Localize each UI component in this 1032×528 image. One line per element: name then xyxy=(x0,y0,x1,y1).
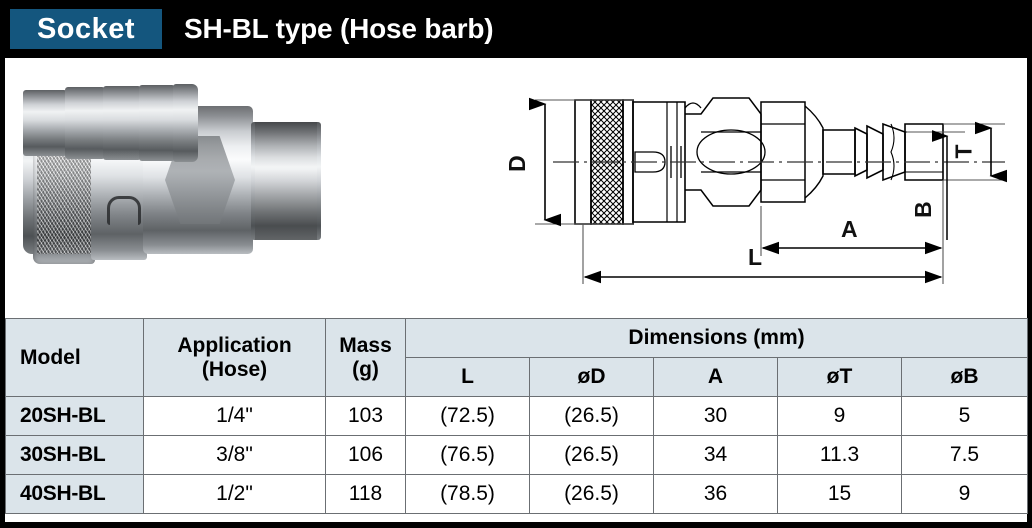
column-header-dim-t: øT xyxy=(777,357,902,397)
cell-mass: 106 xyxy=(325,435,406,475)
cell-dim-b: 7.5 xyxy=(900,435,1029,475)
cell-model: 30SH-BL xyxy=(5,435,144,475)
cell-dim-t: 11.3 xyxy=(777,435,902,475)
column-header-dim-a: A xyxy=(653,357,778,397)
badge-label: Socket xyxy=(36,12,136,45)
specification-table-wrapper: Model Application (Hose) Mass (g) Dimens… xyxy=(5,318,1029,514)
page-header: Socket SH-BL type (Hose barb) xyxy=(0,0,1032,58)
technical-drawing: D L A T B xyxy=(503,72,1025,312)
illustration-band: D L A T B xyxy=(5,58,1027,316)
photo-knurled-sleeve xyxy=(33,94,95,264)
page-title: SH-BL type (Hose barb) xyxy=(184,13,494,44)
cell-dim-b: 9 xyxy=(900,474,1029,514)
photo-hex-nut xyxy=(251,122,321,240)
column-header-dim-d: øD xyxy=(529,357,654,397)
cell-application: 1/2" xyxy=(143,474,326,514)
application-line-1: Application xyxy=(177,333,292,357)
column-header-mass: Mass (g) xyxy=(325,318,406,397)
cell-dim-b: 5 xyxy=(900,396,1029,436)
cell-dim-l: (72.5) xyxy=(405,396,530,436)
cell-application: 3/8" xyxy=(143,435,326,475)
table-header-row-2: L øD A øT øB xyxy=(6,357,1029,397)
cell-dim-l: (76.5) xyxy=(405,435,530,475)
mass-line-1: Mass xyxy=(339,333,392,357)
table-header-row-1: Model Application (Hose) Mass (g) Dimens… xyxy=(5,318,1029,397)
cell-dim-d: (26.5) xyxy=(529,396,654,436)
cell-dim-a: 30 xyxy=(653,396,778,436)
cell-dim-d: (26.5) xyxy=(529,474,654,514)
cell-mass: 118 xyxy=(325,474,406,514)
column-header-dim-b: øB xyxy=(900,357,1029,397)
column-header-application: Application (Hose) xyxy=(143,318,326,397)
cell-dim-t: 9 xyxy=(777,396,902,436)
cell-dim-a: 34 xyxy=(653,435,778,475)
mass-line-2: (g) xyxy=(352,357,379,381)
photo-hose-barb xyxy=(23,84,198,162)
cell-dim-t: 15 xyxy=(777,474,902,514)
dimension-label-a: A xyxy=(841,216,858,242)
cell-dim-a: 36 xyxy=(653,474,778,514)
table-head: Model Application (Hose) Mass (g) Dimens… xyxy=(5,318,1029,397)
cell-dim-d: (26.5) xyxy=(529,435,654,475)
table-row: 30SH-BL 3/8" 106 (76.5) (26.5) 34 11.3 7… xyxy=(5,435,1029,475)
cell-application: 1/4" xyxy=(143,396,326,436)
dimension-label-b: B xyxy=(909,201,936,218)
cell-dim-l: (78.5) xyxy=(405,474,530,514)
column-header-dimensions-group: Dimensions (mm) xyxy=(404,318,1029,358)
socket-type-badge: Socket xyxy=(10,9,162,49)
specification-table: Model Application (Hose) Mass (g) Dimens… xyxy=(5,318,1029,514)
technical-drawing-svg xyxy=(529,97,1007,284)
dimension-label-t: T xyxy=(950,144,977,159)
column-header-dim-l: L xyxy=(405,357,530,397)
cell-model: 40SH-BL xyxy=(5,474,144,514)
table-row: 20SH-BL 1/4" 103 (72.5) (26.5) 30 9 5 xyxy=(5,396,1029,436)
application-line-2: (Hose) xyxy=(201,357,268,381)
dimension-label-l: L xyxy=(748,244,763,270)
column-header-model: Model xyxy=(5,318,144,397)
table-row: 40SH-BL 1/2" 118 (78.5) (26.5) 36 15 9 xyxy=(5,474,1029,514)
cell-mass: 103 xyxy=(325,396,406,436)
product-photo xyxy=(23,84,493,274)
table-body: 20SH-BL 1/4" 103 (72.5) (26.5) 30 9 5 30… xyxy=(5,396,1029,514)
dimension-label-d: D xyxy=(503,155,530,172)
cell-model: 20SH-BL xyxy=(5,396,144,436)
